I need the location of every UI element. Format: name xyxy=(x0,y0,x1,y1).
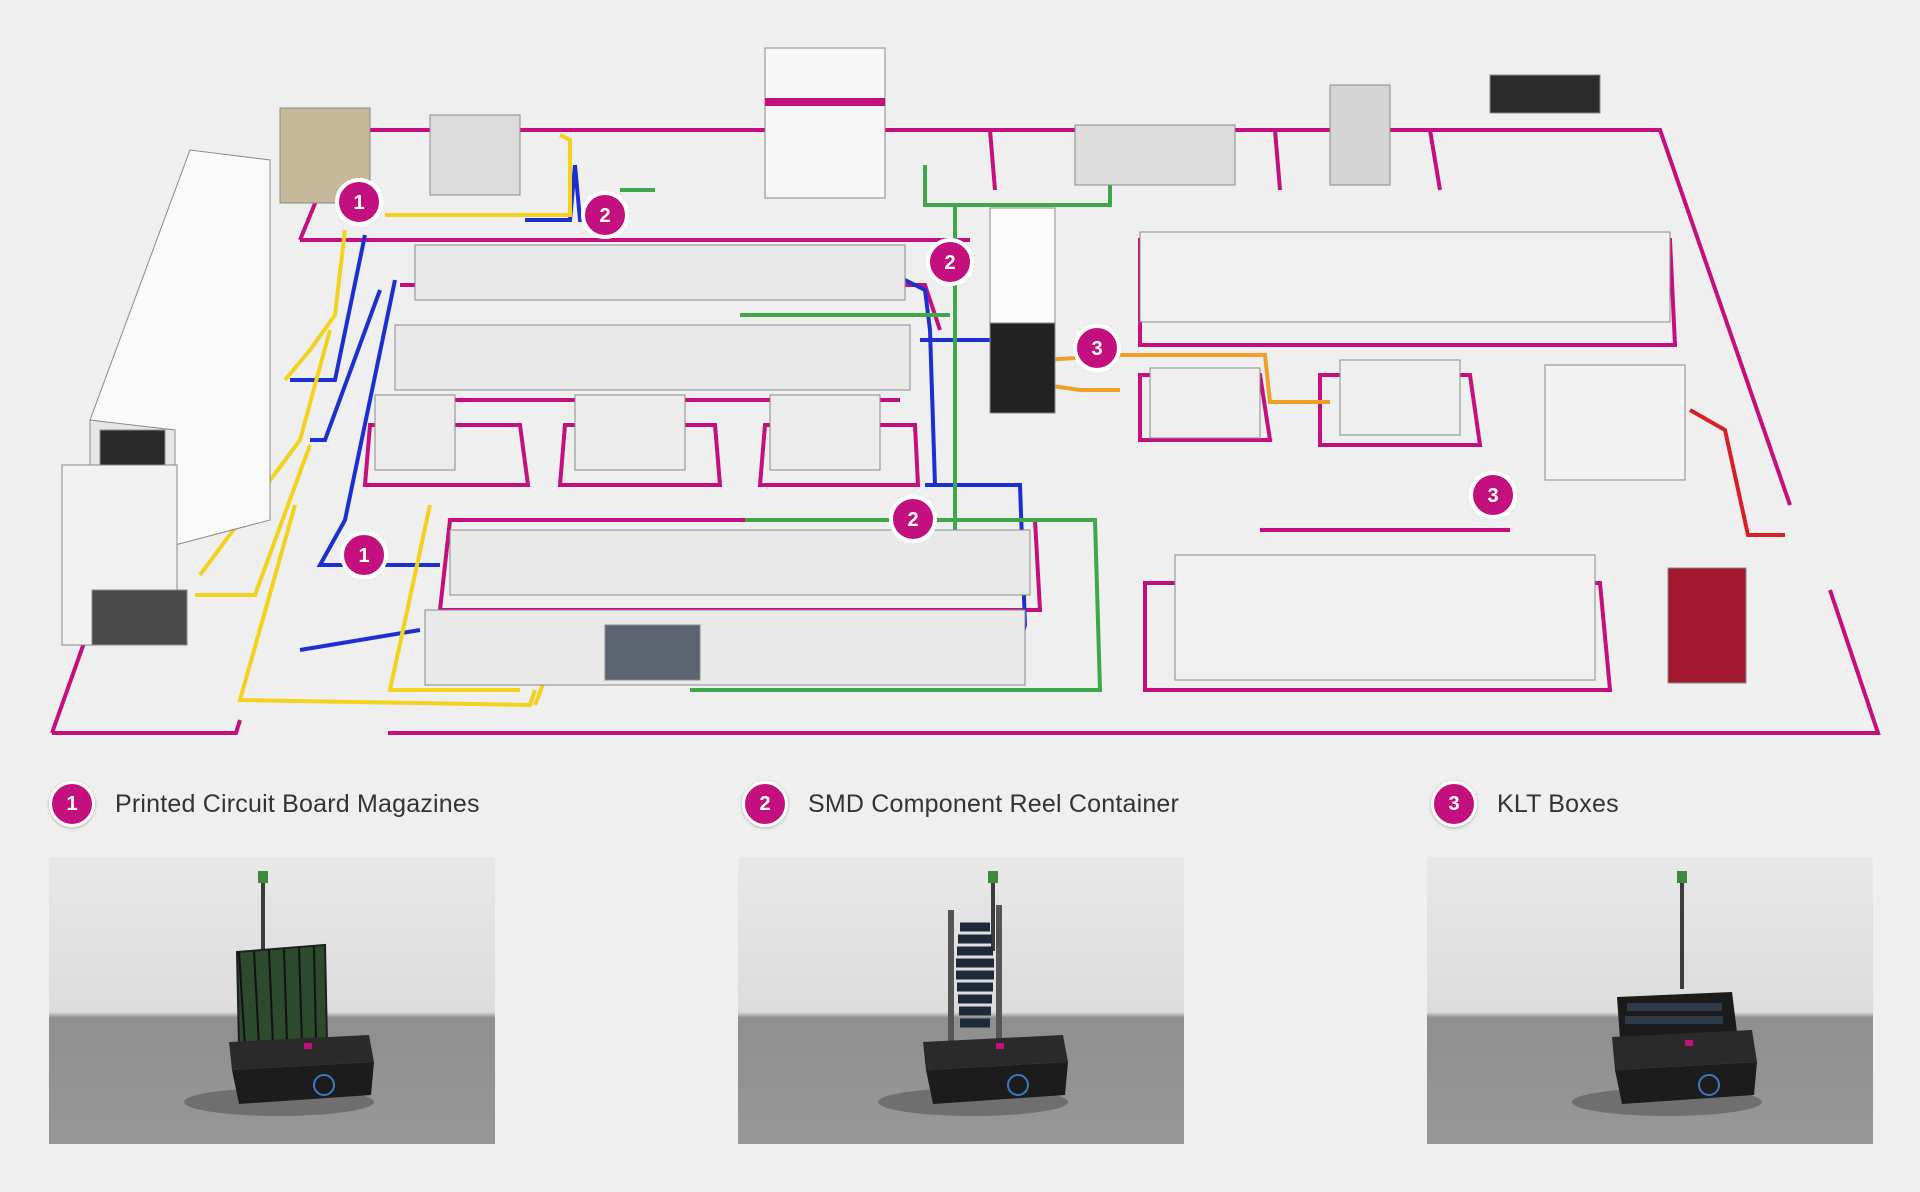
equipment xyxy=(61,47,1747,686)
legend-label-pcb-magazines: Printed Circuit Board Magazines xyxy=(115,789,480,818)
smt-cell-b xyxy=(574,394,686,471)
amr-pcb-magazine-illustration xyxy=(184,871,374,1116)
boundary-divider2 xyxy=(1428,129,1442,191)
marker-1-top: 1 xyxy=(335,178,383,226)
storage-tower-panel xyxy=(99,429,166,471)
legend-item-pcb-magazines: 1 Printed Circuit Board Magazines xyxy=(49,781,480,827)
boundary-bottom-left xyxy=(52,719,242,735)
boundary-bottom xyxy=(388,589,1881,735)
marker-2-center: 2 xyxy=(926,238,974,286)
smt-line-4 xyxy=(424,609,1026,686)
tall-tower-stripe xyxy=(765,98,885,106)
factory-floor-plan: 1 2 2 3 1 2 3 xyxy=(50,47,1881,735)
route-yellow xyxy=(195,133,572,708)
legend-item-klt-boxes: 3 KLT Boxes xyxy=(1431,781,1619,827)
marker-1-top-number: 1 xyxy=(353,192,364,214)
storage-unit-base xyxy=(91,589,188,646)
legend-label-reel-container: SMD Component Reel Container xyxy=(808,789,1180,818)
marker-3-right-number: 3 xyxy=(1487,485,1498,507)
enclosure xyxy=(1544,364,1686,481)
marker-2-bottom-number: 2 xyxy=(907,509,918,531)
photo-amr-klt-boxes xyxy=(1427,857,1873,1144)
right-cell-e xyxy=(1339,359,1461,436)
right-cell-d xyxy=(1149,367,1261,439)
marker-2-top: 2 xyxy=(581,191,629,239)
marker-3-stocker-number: 3 xyxy=(1091,338,1102,360)
boundary-divider3 xyxy=(988,129,997,191)
tall-tower xyxy=(764,47,886,199)
red-crate-stack xyxy=(1667,567,1747,684)
workstation-mid xyxy=(1074,124,1236,186)
marker-3-right: 3 xyxy=(1469,471,1517,519)
legend-label-klt-boxes: KLT Boxes xyxy=(1497,789,1619,818)
legend-badge-1: 1 xyxy=(49,781,95,827)
smt-cell-a xyxy=(374,394,456,471)
marker-2-bottom: 2 xyxy=(889,495,937,543)
marker-2-top-number: 2 xyxy=(599,205,610,227)
smt-line-2 xyxy=(394,324,911,391)
right-line-top xyxy=(1139,231,1671,323)
smt-line-3 xyxy=(449,529,1031,596)
stocker-top xyxy=(989,207,1056,324)
route-red xyxy=(1689,408,1785,537)
workstation-left xyxy=(429,114,521,196)
amr-reel-container-illustration xyxy=(878,871,1068,1116)
amr-klt-boxes-illustration xyxy=(1572,871,1762,1116)
legend-badge-2: 2 xyxy=(742,781,788,827)
legend-item-reel-container: 2 SMD Component Reel Container xyxy=(742,781,1180,827)
stocker-body xyxy=(989,322,1056,414)
boundary-cell-a xyxy=(362,423,531,487)
boundary-divider1 xyxy=(1273,129,1282,191)
photo-amr-reel-container xyxy=(738,857,1184,1144)
monitor-wall xyxy=(1489,74,1601,114)
marker-3-stocker: 3 xyxy=(1073,324,1121,372)
photo-amr-pcb-magazine xyxy=(49,857,495,1144)
marker-1-bottom-number: 1 xyxy=(358,545,369,567)
marker-2-center-number: 2 xyxy=(944,252,955,274)
smt-line-1 xyxy=(414,244,906,301)
robot-arm-station xyxy=(1329,84,1391,186)
right-line-bottom xyxy=(1174,554,1596,681)
legend-badge-3: 3 xyxy=(1431,781,1477,827)
smt-line-4-feeders xyxy=(604,624,701,681)
smt-cell-c xyxy=(769,394,881,471)
marker-1-bottom: 1 xyxy=(340,531,388,579)
